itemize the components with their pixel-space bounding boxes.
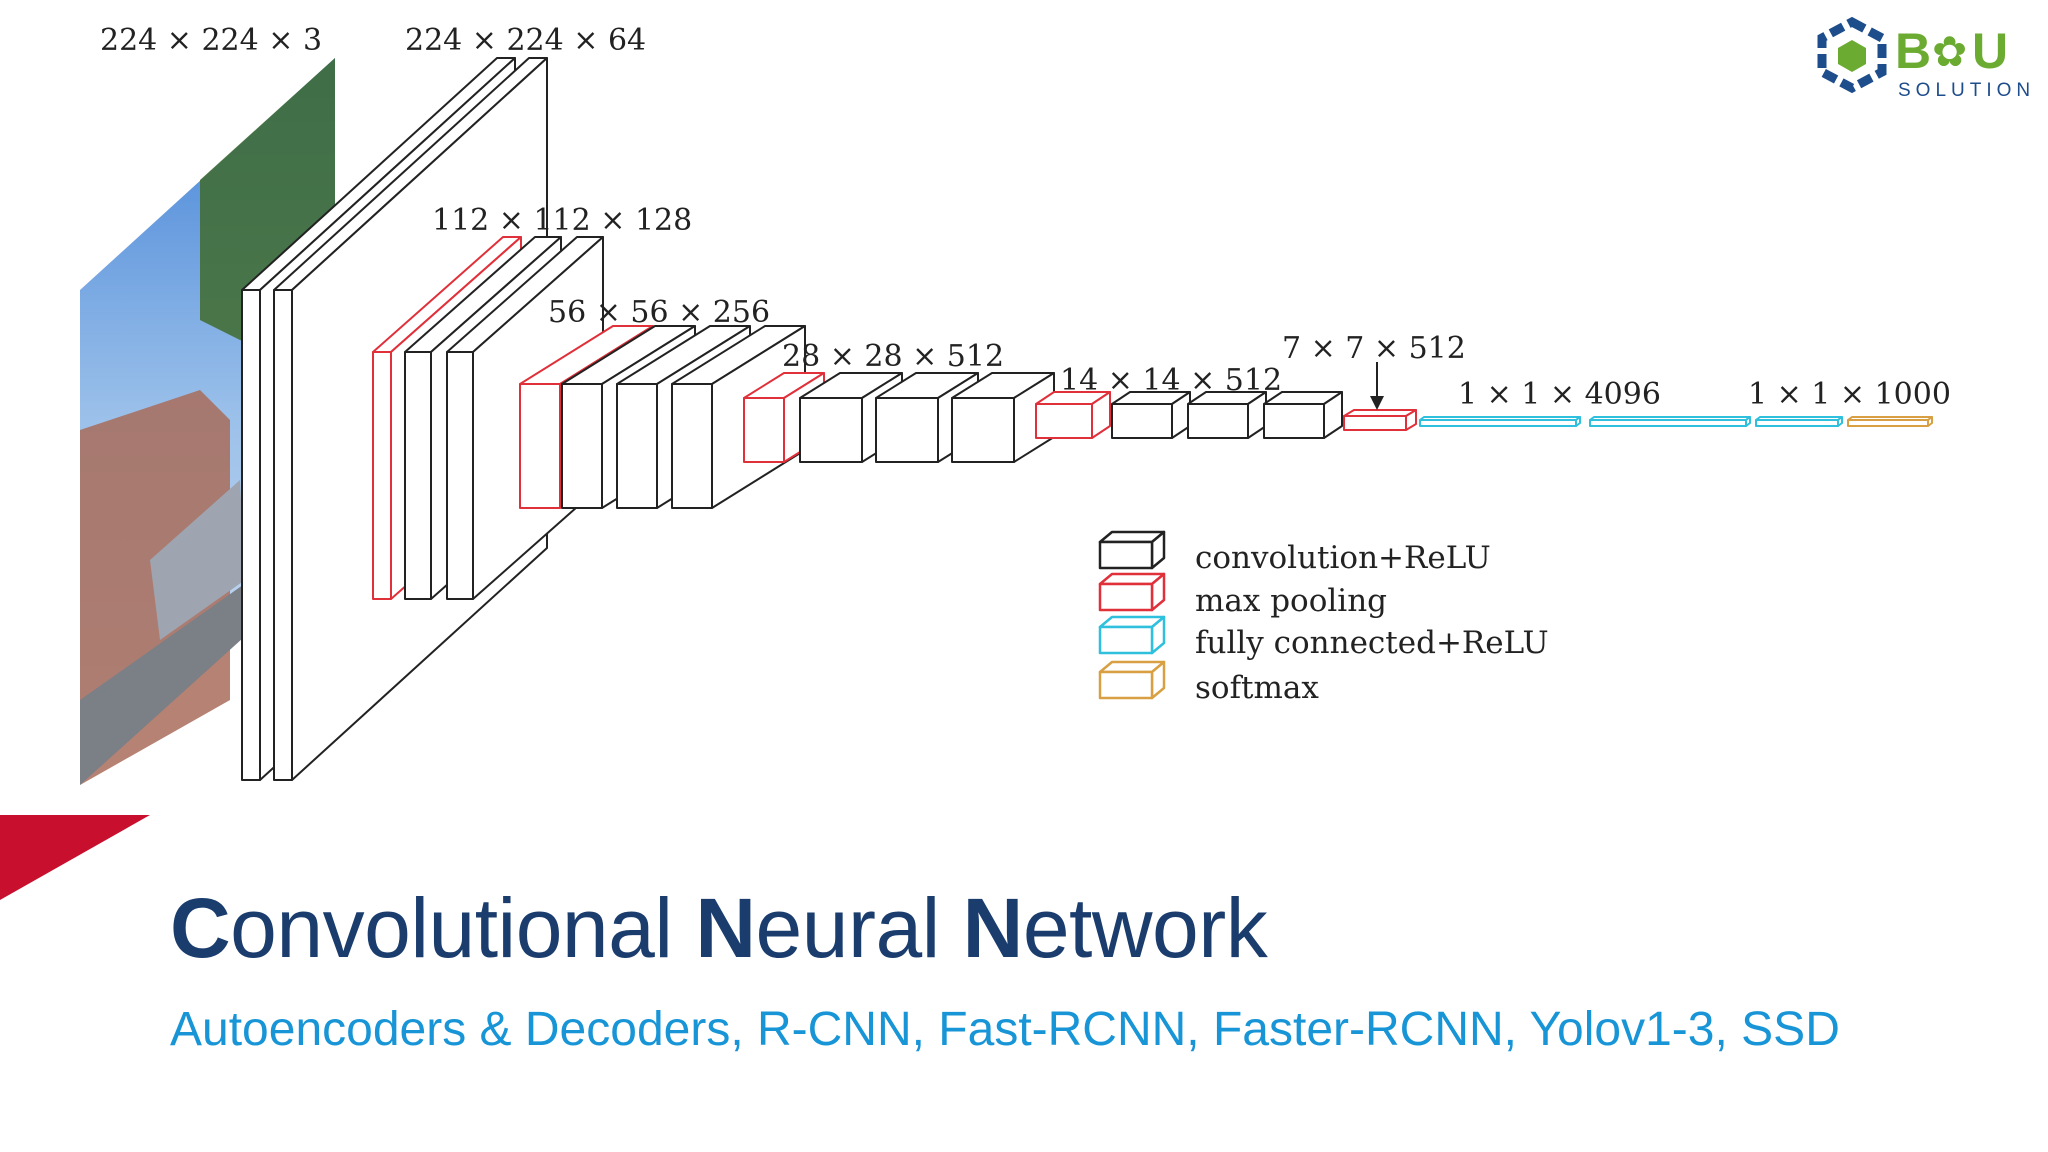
dim-label-conv5: 14 × 14 × 512 bbox=[1060, 363, 1282, 398]
legend-label-pool: max pooling bbox=[1195, 583, 1387, 619]
corner-accent bbox=[0, 815, 150, 900]
legend-item-softmax: softmax bbox=[1098, 660, 1319, 706]
layer-blocks bbox=[241, 57, 1933, 781]
logo-text-u: U bbox=[1972, 23, 2008, 79]
conv5-block-a bbox=[1111, 391, 1191, 439]
legend-swatch-pool bbox=[1098, 572, 1166, 612]
slide-title: Convolutional Neural Network bbox=[170, 880, 1268, 977]
company-logo: B ✿ U SOLUTION bbox=[1817, 16, 2035, 101]
softmax-block bbox=[1847, 416, 1933, 427]
legend-swatch-shape bbox=[1098, 660, 1166, 700]
legend-swatch-shape bbox=[1098, 615, 1166, 655]
legend-label-softmax: softmax bbox=[1195, 670, 1319, 706]
legend-swatch-fc bbox=[1098, 615, 1166, 655]
dim-label-conv1: 224 × 224 × 64 bbox=[405, 23, 646, 58]
title-part-onvolutional: onvolutional bbox=[230, 881, 696, 975]
clover-icon: ✿ bbox=[1932, 27, 1967, 76]
legend-swatch-conv bbox=[1098, 530, 1166, 570]
title-part-etwork: etwork bbox=[1022, 881, 1268, 975]
dim-label-conv4: 28 × 28 × 512 bbox=[782, 339, 1004, 374]
dim-label-fc: 1 × 1 × 4096 bbox=[1458, 377, 1661, 412]
slide-subtitle: Autoencoders & Decoders, R-CNN, Fast-RCN… bbox=[170, 1003, 1840, 1056]
logo-subtitle: SOLUTION bbox=[1898, 80, 2035, 101]
pool4-block bbox=[1035, 391, 1111, 439]
dim-label-pool5: 7 × 7 × 512 bbox=[1282, 331, 1466, 366]
fc2-block bbox=[1589, 416, 1751, 427]
conv5-block-c bbox=[1263, 391, 1343, 439]
pool5-arrow bbox=[1370, 362, 1384, 410]
legend-swatch-shape bbox=[1098, 572, 1166, 612]
legend-item-fc: fully connected+ReLU bbox=[1098, 615, 1549, 661]
dim-label-softmax: 1 × 1 × 1000 bbox=[1748, 377, 1951, 412]
title-part-n2: N bbox=[962, 881, 1024, 975]
dim-label-input: 224 × 224 × 3 bbox=[100, 23, 322, 58]
fc3-block bbox=[1755, 416, 1843, 427]
title-part-c: C bbox=[170, 881, 231, 975]
conv5-block-b bbox=[1187, 391, 1267, 439]
legend-swatch-shape bbox=[1098, 530, 1166, 570]
dim-label-conv3: 56 × 56 × 256 bbox=[548, 295, 770, 330]
title-part-n1: N bbox=[695, 881, 756, 975]
legend-item-pool: max pooling bbox=[1098, 572, 1387, 619]
legend-item-conv: convolution+ReLU bbox=[1098, 530, 1491, 576]
title-part-eural: eural bbox=[755, 881, 963, 975]
fc1-block bbox=[1419, 416, 1581, 427]
legend-label-fc: fully connected+ReLU bbox=[1195, 625, 1549, 661]
pool5-block bbox=[1343, 409, 1417, 431]
dimension-labels: 224 × 224 × 3 224 × 224 × 64 112 × 112 ×… bbox=[100, 23, 1951, 412]
legend: convolution+ReLU max pooling fully conne… bbox=[1098, 530, 1549, 706]
logo-text-b: B bbox=[1895, 23, 1931, 79]
dim-label-conv2: 112 × 112 × 128 bbox=[432, 203, 692, 238]
legend-label-conv: convolution+ReLU bbox=[1195, 540, 1491, 576]
conv4-block-c bbox=[951, 372, 1055, 463]
legend-swatch-softmax bbox=[1098, 660, 1166, 700]
hexagon-cube-icon bbox=[1817, 16, 1887, 94]
